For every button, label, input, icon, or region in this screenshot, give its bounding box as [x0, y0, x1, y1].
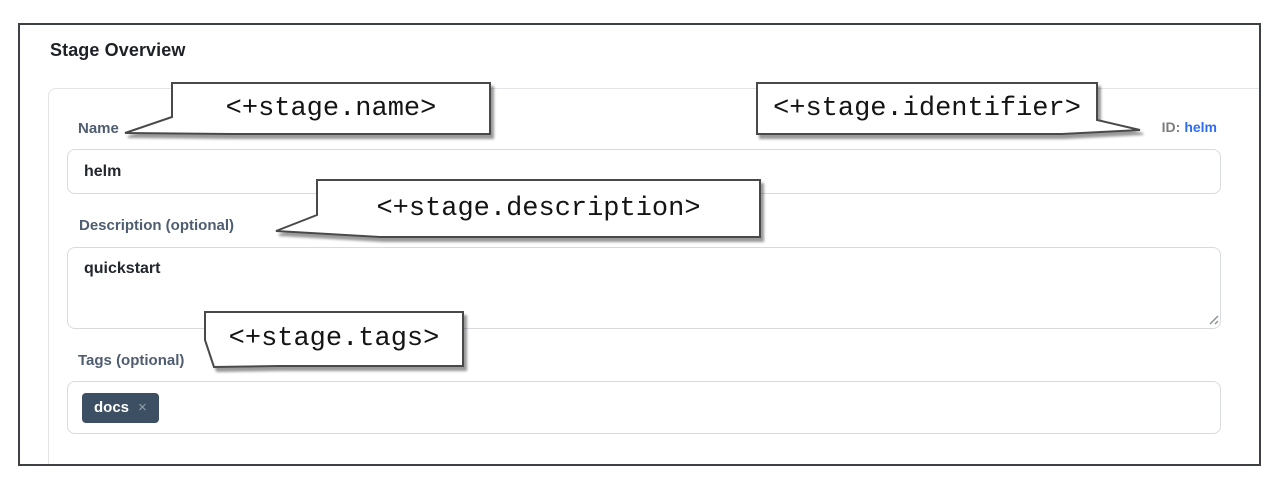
screenshot-frame: Stage Overview Name ID:helm Description …: [18, 23, 1261, 466]
stage-overview-card: Name ID:helm Description (optional) quic…: [48, 88, 1259, 464]
tag-chip-label: docs: [94, 399, 130, 416]
tags-label: Tags (optional): [78, 352, 185, 369]
stage-id-link[interactable]: helm: [1184, 119, 1217, 135]
stage-id-line: ID:helm: [1049, 119, 1217, 135]
resize-handle-icon[interactable]: [1207, 313, 1219, 325]
description-label: Description (optional): [79, 217, 234, 234]
name-label: Name: [78, 120, 119, 137]
name-input[interactable]: [67, 149, 1221, 194]
page-title: Stage Overview: [50, 40, 186, 60]
tag-chip: docs ×: [82, 392, 159, 423]
description-textarea[interactable]: quickstart: [67, 247, 1221, 329]
remove-tag-icon[interactable]: ×: [138, 399, 147, 416]
id-prefix-label: ID:: [1161, 119, 1181, 135]
tags-input[interactable]: docs ×: [67, 381, 1221, 434]
